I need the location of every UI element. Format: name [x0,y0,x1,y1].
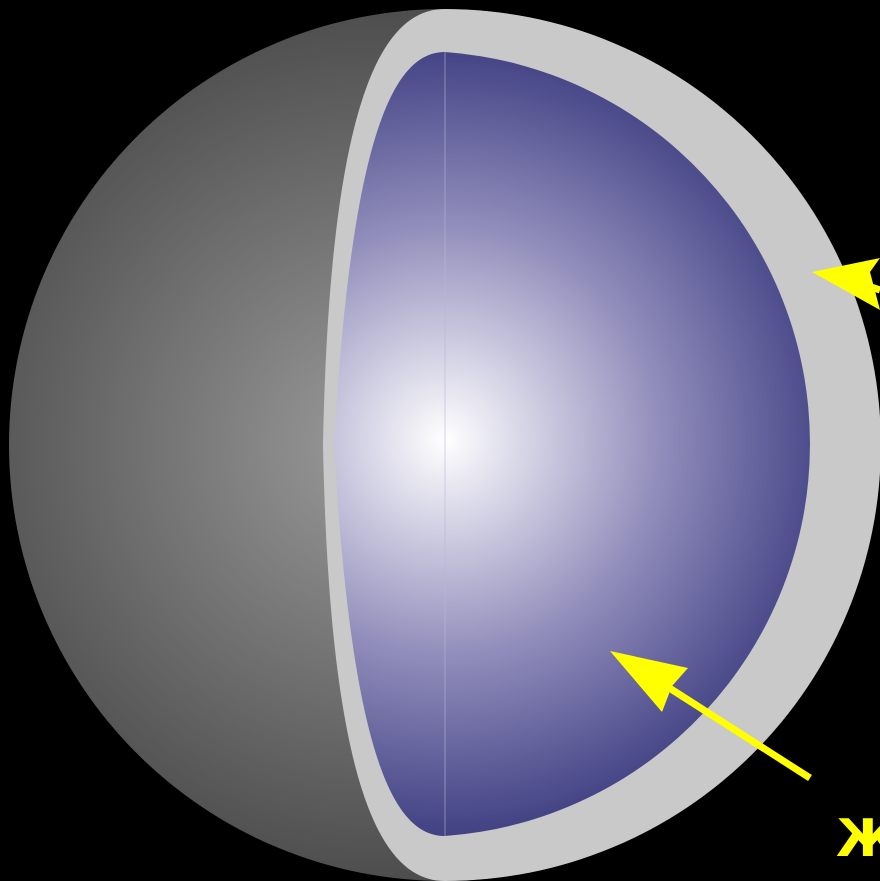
core-arrow [610,651,812,781]
bottom-right-label: Ж [836,809,880,869]
core-layer [334,52,810,836]
crust-arrowhead [812,258,880,310]
crust-arrow [812,258,880,310]
core-arrowhead [610,651,688,712]
